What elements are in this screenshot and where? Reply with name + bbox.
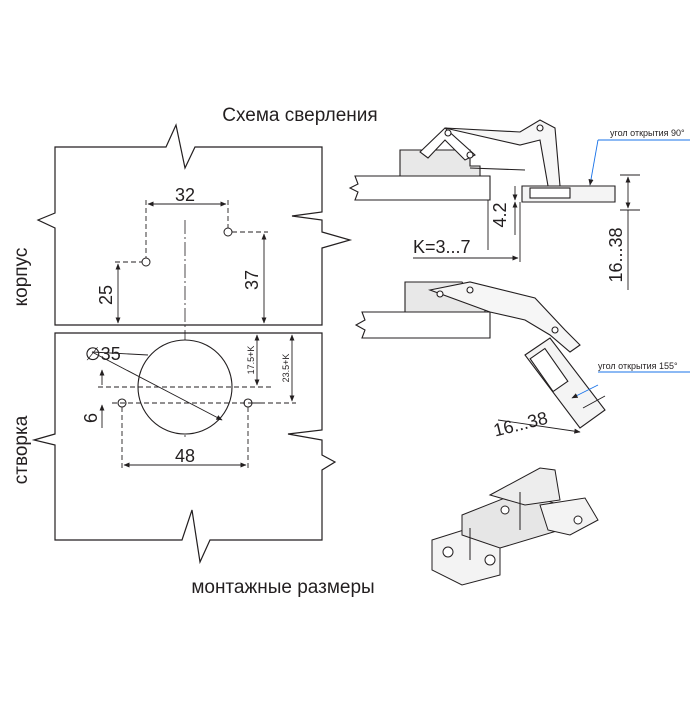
hinge-top-arm bbox=[488, 467, 561, 506]
cabinet-drill-holes bbox=[141, 227, 233, 267]
dim-37: 37 bbox=[242, 270, 262, 290]
cabinet-panel-outline bbox=[36, 123, 353, 326]
dim-16-38-155: 16...38 bbox=[491, 408, 549, 441]
cabinet-side-155 bbox=[354, 311, 491, 339]
dim-32: 32 bbox=[175, 185, 195, 205]
cabinet-hole-right bbox=[223, 227, 233, 237]
drawing-caption: монтажные размеры bbox=[191, 577, 374, 598]
hinge-lever2-90 bbox=[444, 119, 561, 187]
dim-25: 25 bbox=[96, 285, 116, 305]
dim-k-range: K=3...7 bbox=[413, 237, 471, 257]
hinge-3d-illustration bbox=[431, 467, 599, 586]
dim-23-5-k: 23.5+K bbox=[281, 354, 291, 383]
label-angle-155: угол открытия 155° bbox=[598, 361, 678, 371]
cabinet-dimensions bbox=[115, 200, 268, 324]
dim-6: 6 bbox=[81, 413, 101, 423]
cabinet-side-90 bbox=[348, 175, 491, 201]
section-155-view bbox=[354, 281, 606, 429]
drawing-title: Схема сверления bbox=[222, 105, 377, 126]
dim-17-5-k: 17.5+K bbox=[246, 346, 256, 375]
dim-diameter-35: ∅35 bbox=[85, 344, 121, 364]
hinge-cup-plate bbox=[539, 497, 599, 536]
dim-16-38-90: 16...38 bbox=[606, 227, 626, 282]
label-cabinet: корпус bbox=[11, 248, 32, 307]
label-door: створка bbox=[11, 415, 32, 484]
label-angle-90: угол открытия 90° bbox=[610, 128, 685, 138]
section-90-dimensions bbox=[413, 139, 690, 290]
cabinet-hole-left bbox=[141, 257, 151, 267]
cup-hole bbox=[137, 339, 233, 435]
cup-155 bbox=[529, 347, 569, 393]
door-panel-outline bbox=[31, 332, 337, 565]
section-155-dimensions bbox=[497, 371, 690, 434]
dim-4-2: 4.2 bbox=[490, 202, 510, 227]
cup-90 bbox=[529, 187, 571, 199]
hinge-lever-155 bbox=[427, 281, 581, 353]
door-dimensions bbox=[91, 334, 296, 470]
section-90-view bbox=[348, 119, 616, 203]
dim-48: 48 bbox=[175, 446, 195, 466]
